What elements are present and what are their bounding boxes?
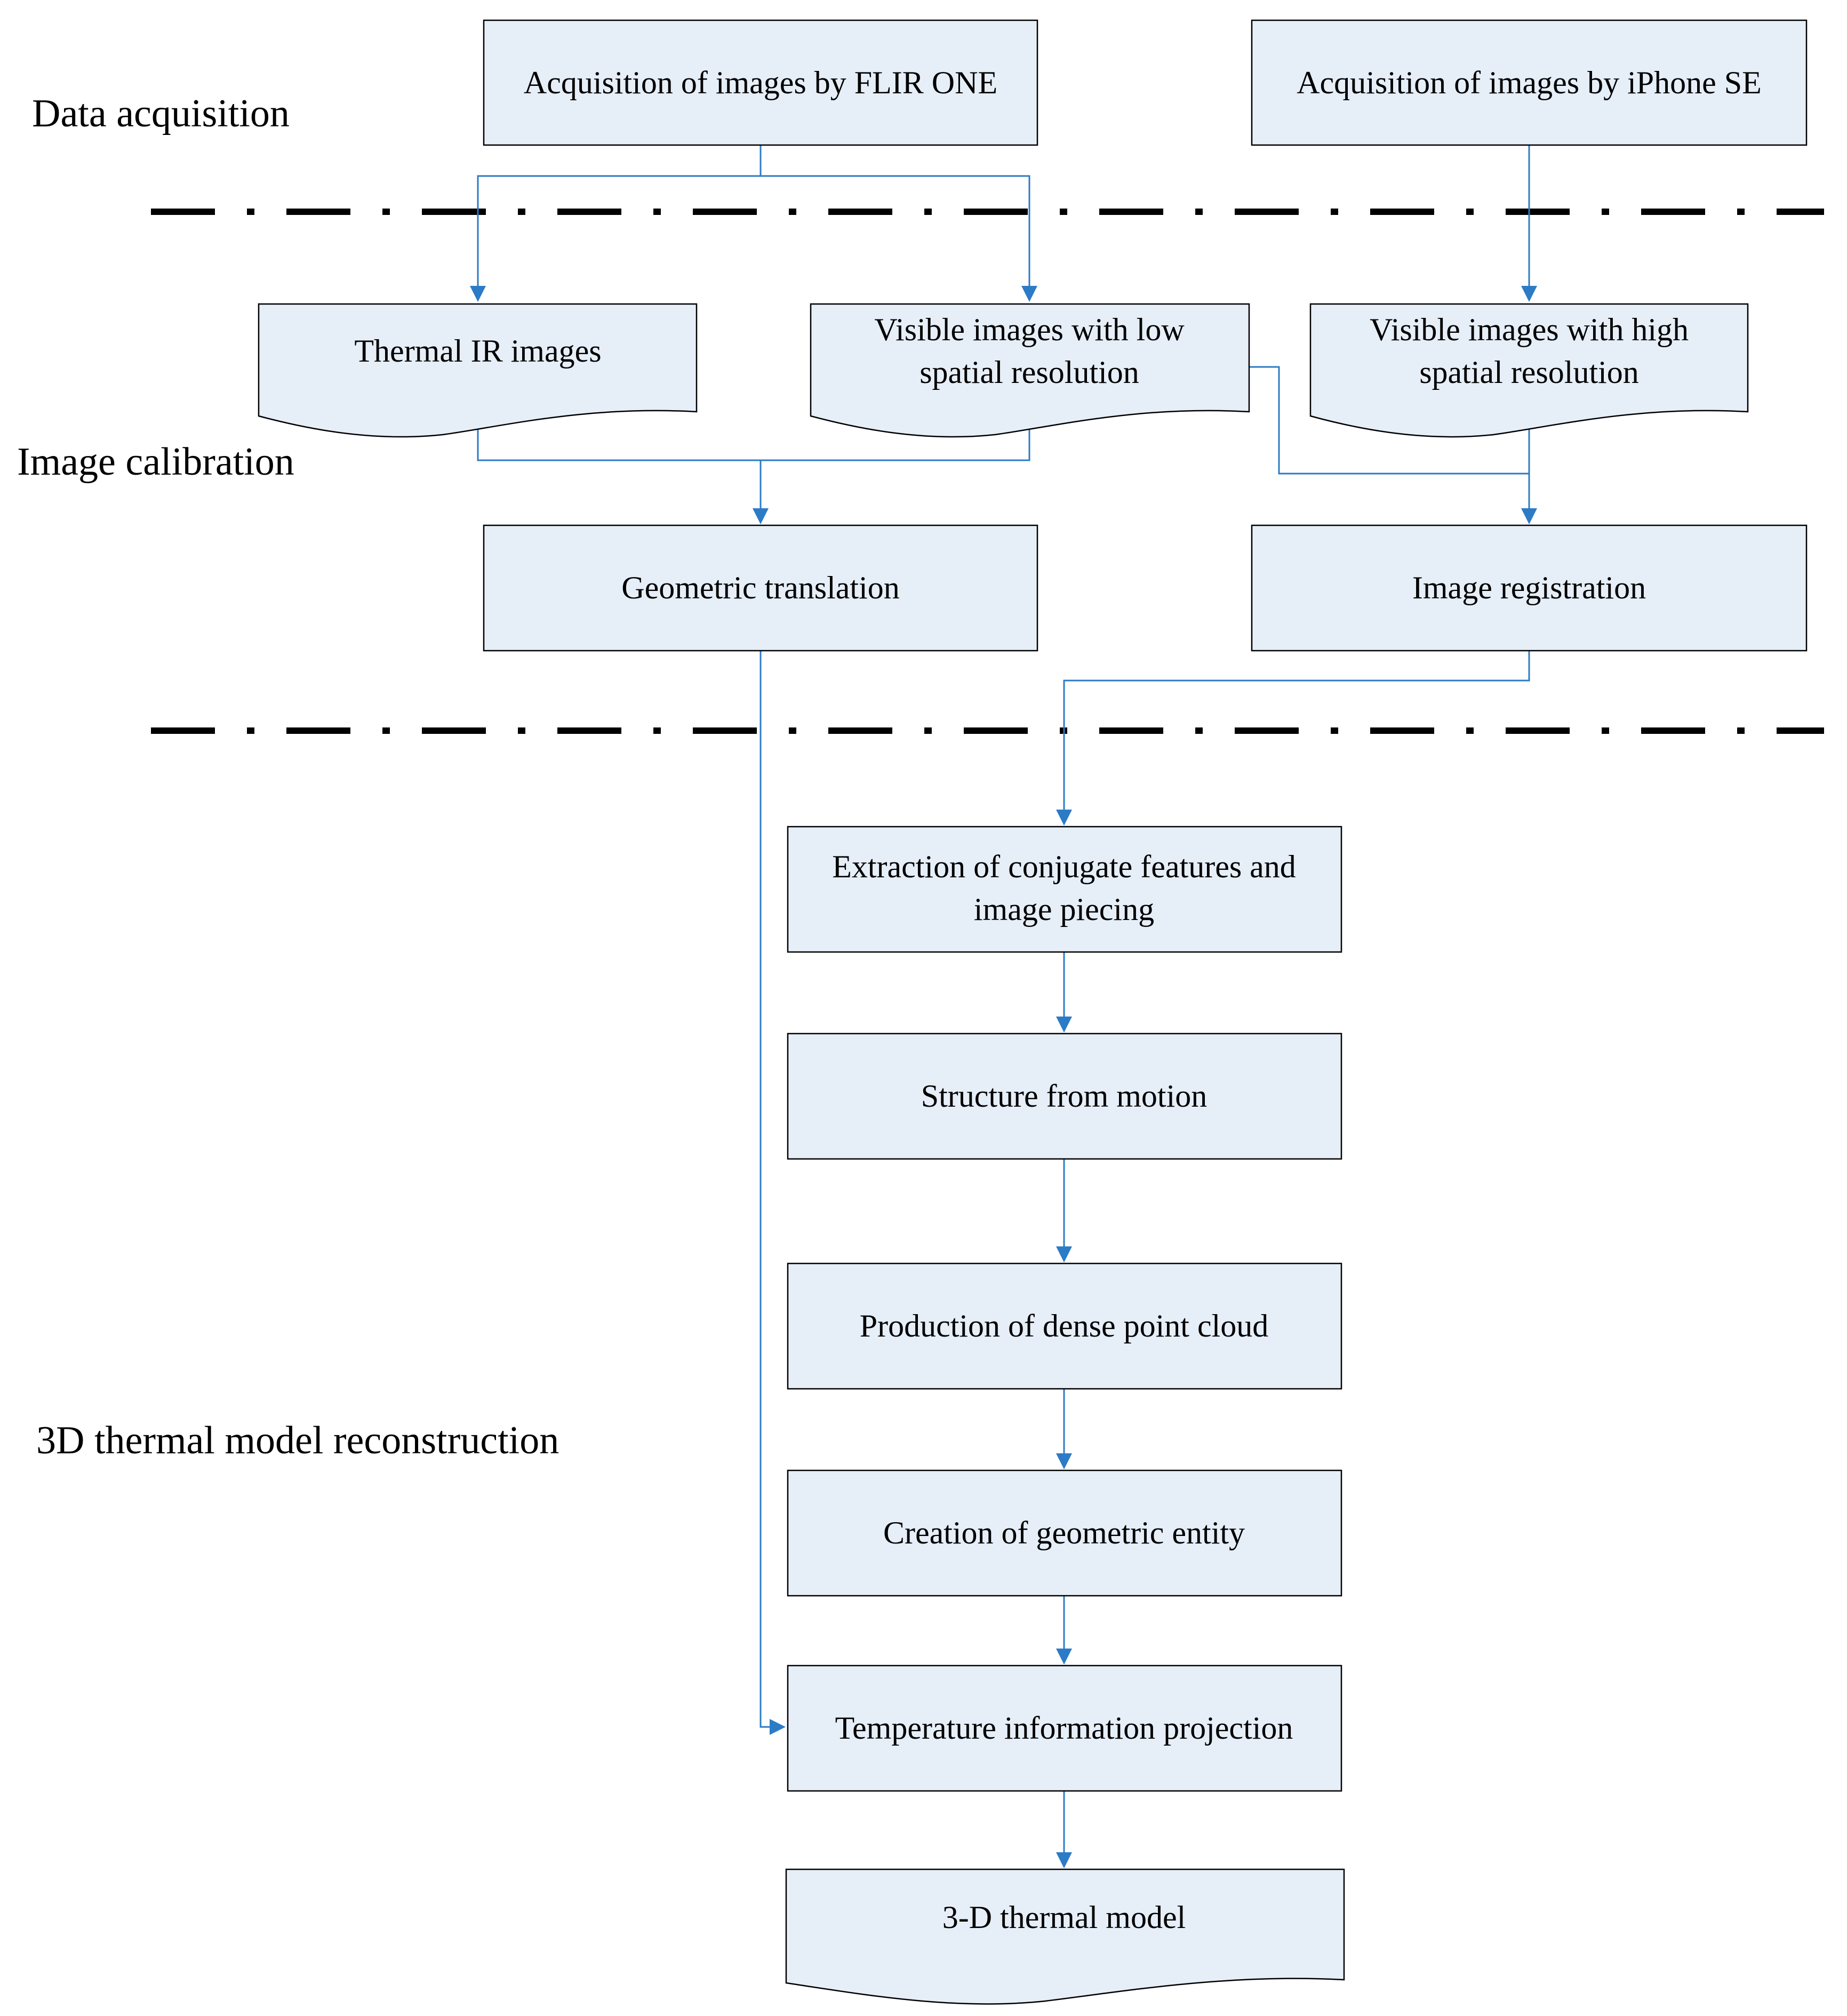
- connector-thermal-to-geometric: [477, 413, 1030, 461]
- thermal-model-document: 3-D thermal model: [785, 1868, 1345, 2005]
- flir-acquisition-box: Acquisition of images by FLIR ONE: [483, 19, 1038, 146]
- structure-from-motion-box: Structure from motion: [787, 1033, 1342, 1160]
- structure-from-motion-label: Structure from motion: [921, 1078, 1208, 1114]
- feature-extraction-label-line-1: Extraction of conjugate features and: [832, 849, 1296, 884]
- thermal-ir-document: Thermal IR images: [258, 303, 698, 438]
- stage-label-data-acquisition: Data acquisition: [32, 92, 290, 135]
- visible-high-label-line-1: Visible images with high: [1370, 312, 1689, 347]
- geometric-translation-label: Geometric translation: [621, 570, 899, 605]
- thermal-ir-label: Thermal IR images: [354, 333, 601, 369]
- iphone-acquisition-box: Acquisition of images by iPhone SE: [1251, 19, 1808, 146]
- image-registration-box: Image registration: [1251, 524, 1808, 652]
- thermal-model-label: 3-D thermal model: [942, 1900, 1186, 1935]
- iphone-acquisition-label: Acquisition of images by iPhone SE: [1297, 65, 1762, 100]
- image-registration-label: Image registration: [1412, 570, 1646, 605]
- visible-low-label-line-2: spatial resolution: [919, 355, 1139, 390]
- temperature-projection-box: Temperature information projection: [787, 1665, 1342, 1792]
- stage-label-image-calibration: Image calibration: [17, 440, 294, 484]
- visible-high-label-line-2: spatial resolution: [1419, 355, 1639, 390]
- connector-geometric-to-projection: [759, 651, 786, 1735]
- feature-extraction-box: Extraction of conjugate features and ima…: [787, 826, 1342, 953]
- geometric-entity-box: Creation of geometric entity: [787, 1469, 1342, 1597]
- connector-visible-low-to-registration: [1249, 366, 1529, 475]
- feature-extraction-label-line-2: image piecing: [974, 892, 1154, 927]
- geometric-entity-label: Creation of geometric entity: [883, 1515, 1245, 1550]
- stage-label-reconstruction: 3D thermal model reconstruction: [36, 1419, 559, 1462]
- connector-flir-to-visible-low: [761, 175, 1037, 302]
- connector-flir-to-thermal: [470, 145, 762, 302]
- visible-low-document: Visible images with low spatial resoluti…: [810, 303, 1250, 438]
- temperature-projection-label: Temperature information projection: [835, 1710, 1293, 1746]
- flir-acquisition-label: Acquisition of images by FLIR ONE: [524, 65, 997, 100]
- visible-low-label-line-1: Visible images with low: [874, 312, 1185, 347]
- connectors: [470, 145, 1537, 1868]
- visible-high-document: Visible images with high spatial resolut…: [1309, 303, 1749, 438]
- dense-point-cloud-box: Production of dense point cloud: [787, 1262, 1342, 1390]
- connector-registration-to-extraction: [1056, 651, 1530, 826]
- dense-point-cloud-label: Production of dense point cloud: [860, 1308, 1269, 1343]
- geometric-translation-box: Geometric translation: [483, 524, 1038, 652]
